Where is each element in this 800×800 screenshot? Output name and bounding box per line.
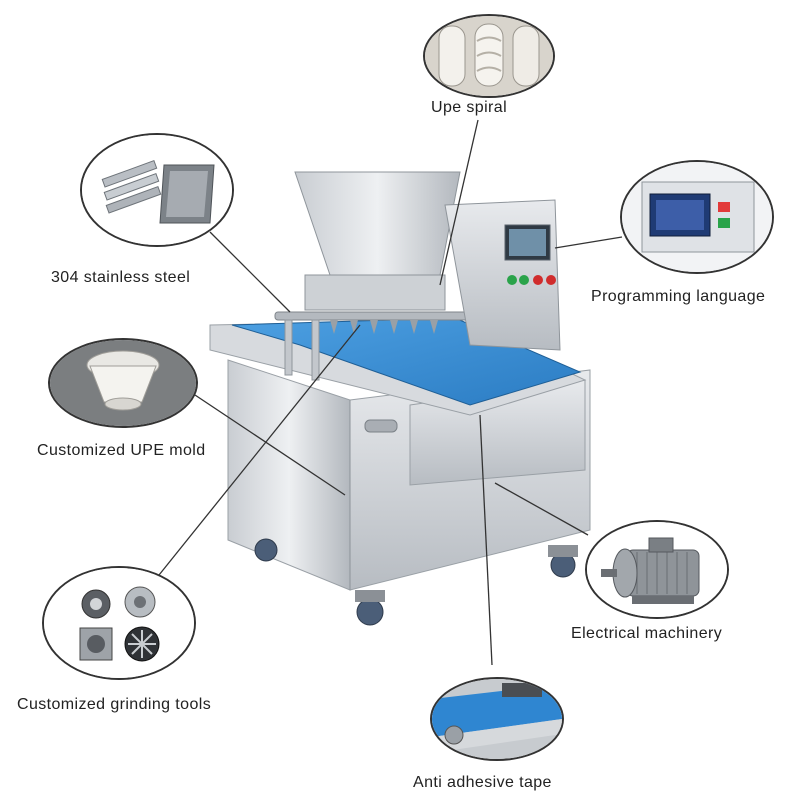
- label-upe-mold: Customized UPE mold: [37, 442, 206, 459]
- label-anti-adhesive-tape: Anti adhesive tape: [413, 774, 552, 791]
- label-grinding-tools: Customized grinding tools: [17, 696, 212, 713]
- label-electrical-machinery: Electrical machinery: [571, 625, 723, 642]
- control-panel-photo: [620, 160, 774, 274]
- machine-wheels: [254, 538, 578, 626]
- label-upe-spiral: Upe spiral: [431, 99, 508, 116]
- electric-motor-photo: [585, 520, 729, 619]
- upe-spiral-photo: [423, 14, 555, 98]
- label-stainless-steel: 304 stainless steel: [51, 269, 191, 286]
- upe-mold-photo: [48, 338, 198, 428]
- leader-lines: [154, 119, 623, 666]
- grinding-tools-photo: [42, 566, 196, 680]
- depositor-nozzles: [274, 311, 476, 381]
- belt-photo: [430, 677, 564, 761]
- label-programming-language: Programming language: [591, 288, 766, 305]
- control-column: [444, 199, 561, 351]
- hopper: [294, 171, 461, 311]
- stainless-steel-photo: [80, 133, 234, 247]
